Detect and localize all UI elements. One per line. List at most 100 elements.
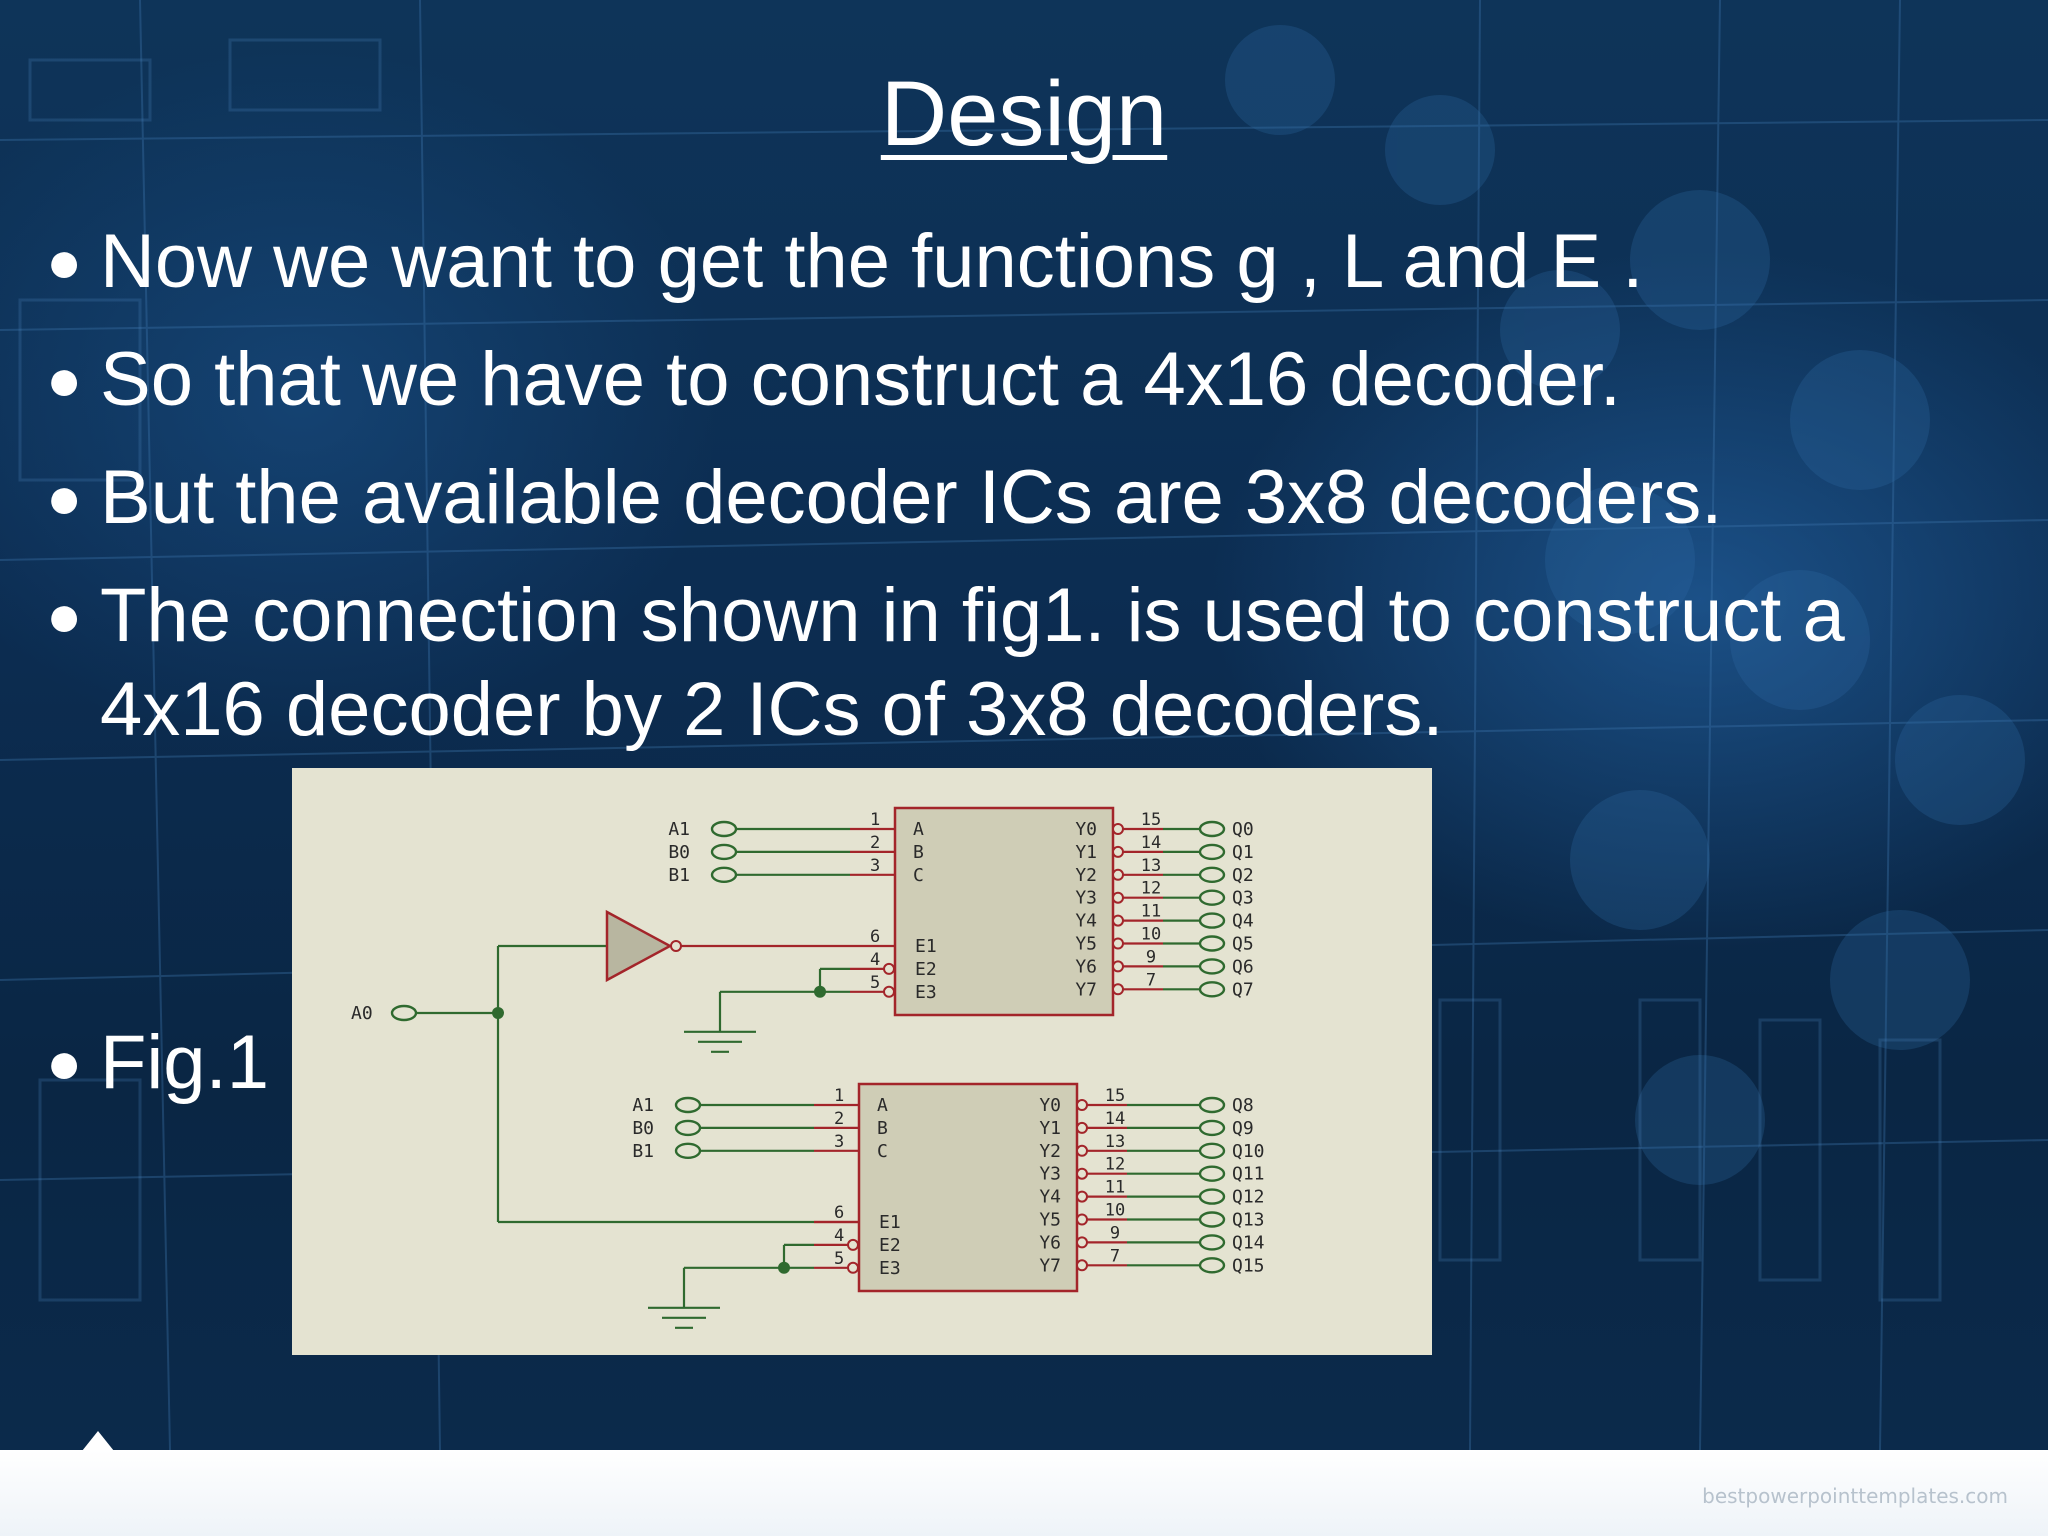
pin-number: 3 (870, 856, 880, 876)
pin-label: E2 (915, 959, 937, 980)
output-label: Q4 (1232, 911, 1254, 932)
bullet-dot: ● (46, 1029, 83, 1096)
pin-number: 2 (870, 833, 880, 853)
pin-number: 1 (870, 810, 880, 830)
output-label: Q10 (1232, 1141, 1265, 1162)
inversion-bubble (1076, 1121, 1088, 1134)
pin-number: 13 (1105, 1132, 1125, 1152)
inversion-bubble (1112, 868, 1124, 881)
pin-label: E3 (915, 982, 937, 1003)
pin-number: 4 (870, 950, 880, 970)
pin-number: 9 (1110, 1223, 1120, 1243)
pin-label: Y2 (1075, 865, 1097, 886)
input-label: A1 (668, 819, 690, 840)
output-terminal (1198, 843, 1226, 861)
inversion-bubble (1112, 937, 1124, 950)
output-terminal (1198, 889, 1226, 906)
inversion-bubble (1112, 845, 1124, 858)
output-label: Q8 (1232, 1095, 1254, 1116)
output-label: Q15 (1232, 1255, 1265, 1276)
input-terminal-a0 (390, 1004, 418, 1022)
bullet-item: ● But the available decoder ICs are 3x8 … (46, 451, 2000, 545)
pin-number: 14 (1105, 1109, 1125, 1129)
bullet-dot: ● (46, 346, 83, 413)
output-label: Q3 (1232, 888, 1254, 909)
pin-label: Y3 (1075, 888, 1097, 909)
inversion-bubble (1112, 891, 1124, 904)
pin-label: Y4 (1075, 911, 1097, 932)
input-terminal (674, 1096, 702, 1114)
output-terminal (1198, 1165, 1226, 1182)
pin-number: 1 (834, 1086, 844, 1106)
inversion-bubble (847, 1238, 859, 1251)
pin-label: Y1 (1039, 1118, 1061, 1139)
pin-label: Y4 (1039, 1187, 1061, 1208)
output-label: Q2 (1232, 865, 1254, 886)
pin-label: Y7 (1075, 979, 1097, 1000)
inversion-bubble (883, 962, 895, 975)
output-terminal (1198, 912, 1226, 929)
bullet-dot: ● (46, 464, 83, 531)
pin-number: 11 (1105, 1178, 1125, 1198)
pin-number: 4 (834, 1226, 844, 1246)
pin-label: Y1 (1075, 842, 1097, 863)
output-terminal (1198, 1188, 1226, 1205)
bullet-dot: ● (46, 582, 83, 649)
output-label: Q1 (1232, 842, 1254, 863)
inversion-bubble (1112, 983, 1124, 996)
pin-label: Y7 (1039, 1255, 1061, 1276)
output-label: Q9 (1232, 1118, 1254, 1139)
input-label-a0: A0 (351, 1003, 373, 1024)
pin-number: 6 (834, 1203, 844, 1223)
pin-label: E1 (915, 936, 937, 957)
pin-number: 10 (1105, 1201, 1125, 1221)
bullet-item: ● Fig.1 (46, 1016, 300, 1110)
pin-number: 10 (1141, 925, 1161, 945)
inversion-bubble (1076, 1167, 1088, 1180)
circuit-board-background (0, 0, 2048, 1450)
bullet-item: ● The connection shown in fig1. is used … (46, 569, 1980, 757)
pin-label: Y6 (1039, 1232, 1061, 1253)
input-terminal (674, 1142, 702, 1159)
input-terminal (710, 843, 738, 861)
inversion-bubble (1076, 1236, 1088, 1249)
inversion-bubble (1076, 1213, 1088, 1226)
input-label: B0 (632, 1118, 654, 1139)
pin-label: Y3 (1039, 1164, 1061, 1185)
output-terminal (1198, 935, 1226, 952)
inversion-bubble (670, 940, 682, 952)
decoder-ic-2 (857, 1082, 1079, 1293)
pin-number: 3 (834, 1132, 844, 1152)
output-label: Q0 (1232, 819, 1254, 840)
input-terminal (674, 1119, 702, 1137)
footer-notch (82, 1431, 114, 1451)
pin-number: 15 (1105, 1086, 1125, 1106)
pin-label: Y0 (1039, 1095, 1061, 1116)
pin-label: E2 (879, 1235, 901, 1256)
pin-label: B (913, 842, 924, 863)
pin-number: 2 (834, 1109, 844, 1129)
output-label: Q11 (1232, 1164, 1265, 1185)
pin-label: A (913, 819, 924, 840)
footer-band (0, 1450, 2048, 1536)
decoder-ic-1 (893, 806, 1115, 1017)
input-label: B1 (632, 1141, 654, 1162)
output-label: Q5 (1232, 934, 1254, 955)
output-terminal (1198, 1119, 1226, 1137)
output-terminal (1198, 1257, 1226, 1274)
bullet-text: So that we have to construct a 4x16 deco… (100, 337, 1621, 422)
inversion-bubble (1076, 1259, 1088, 1272)
pin-number: 9 (1146, 947, 1156, 967)
pin-number: 15 (1141, 810, 1161, 830)
bullet-item: ● Now we want to get the functions g , L… (46, 215, 2000, 309)
input-label: B0 (668, 842, 690, 863)
pin-number: 13 (1141, 856, 1161, 876)
pin-label: Y6 (1075, 956, 1097, 977)
pin-number: 12 (1141, 879, 1161, 899)
inversion-bubble (883, 985, 895, 998)
pin-number: 7 (1110, 1246, 1120, 1266)
output-terminal (1198, 866, 1226, 884)
output-terminal (1198, 1142, 1226, 1159)
inversion-bubble (1076, 1190, 1088, 1203)
